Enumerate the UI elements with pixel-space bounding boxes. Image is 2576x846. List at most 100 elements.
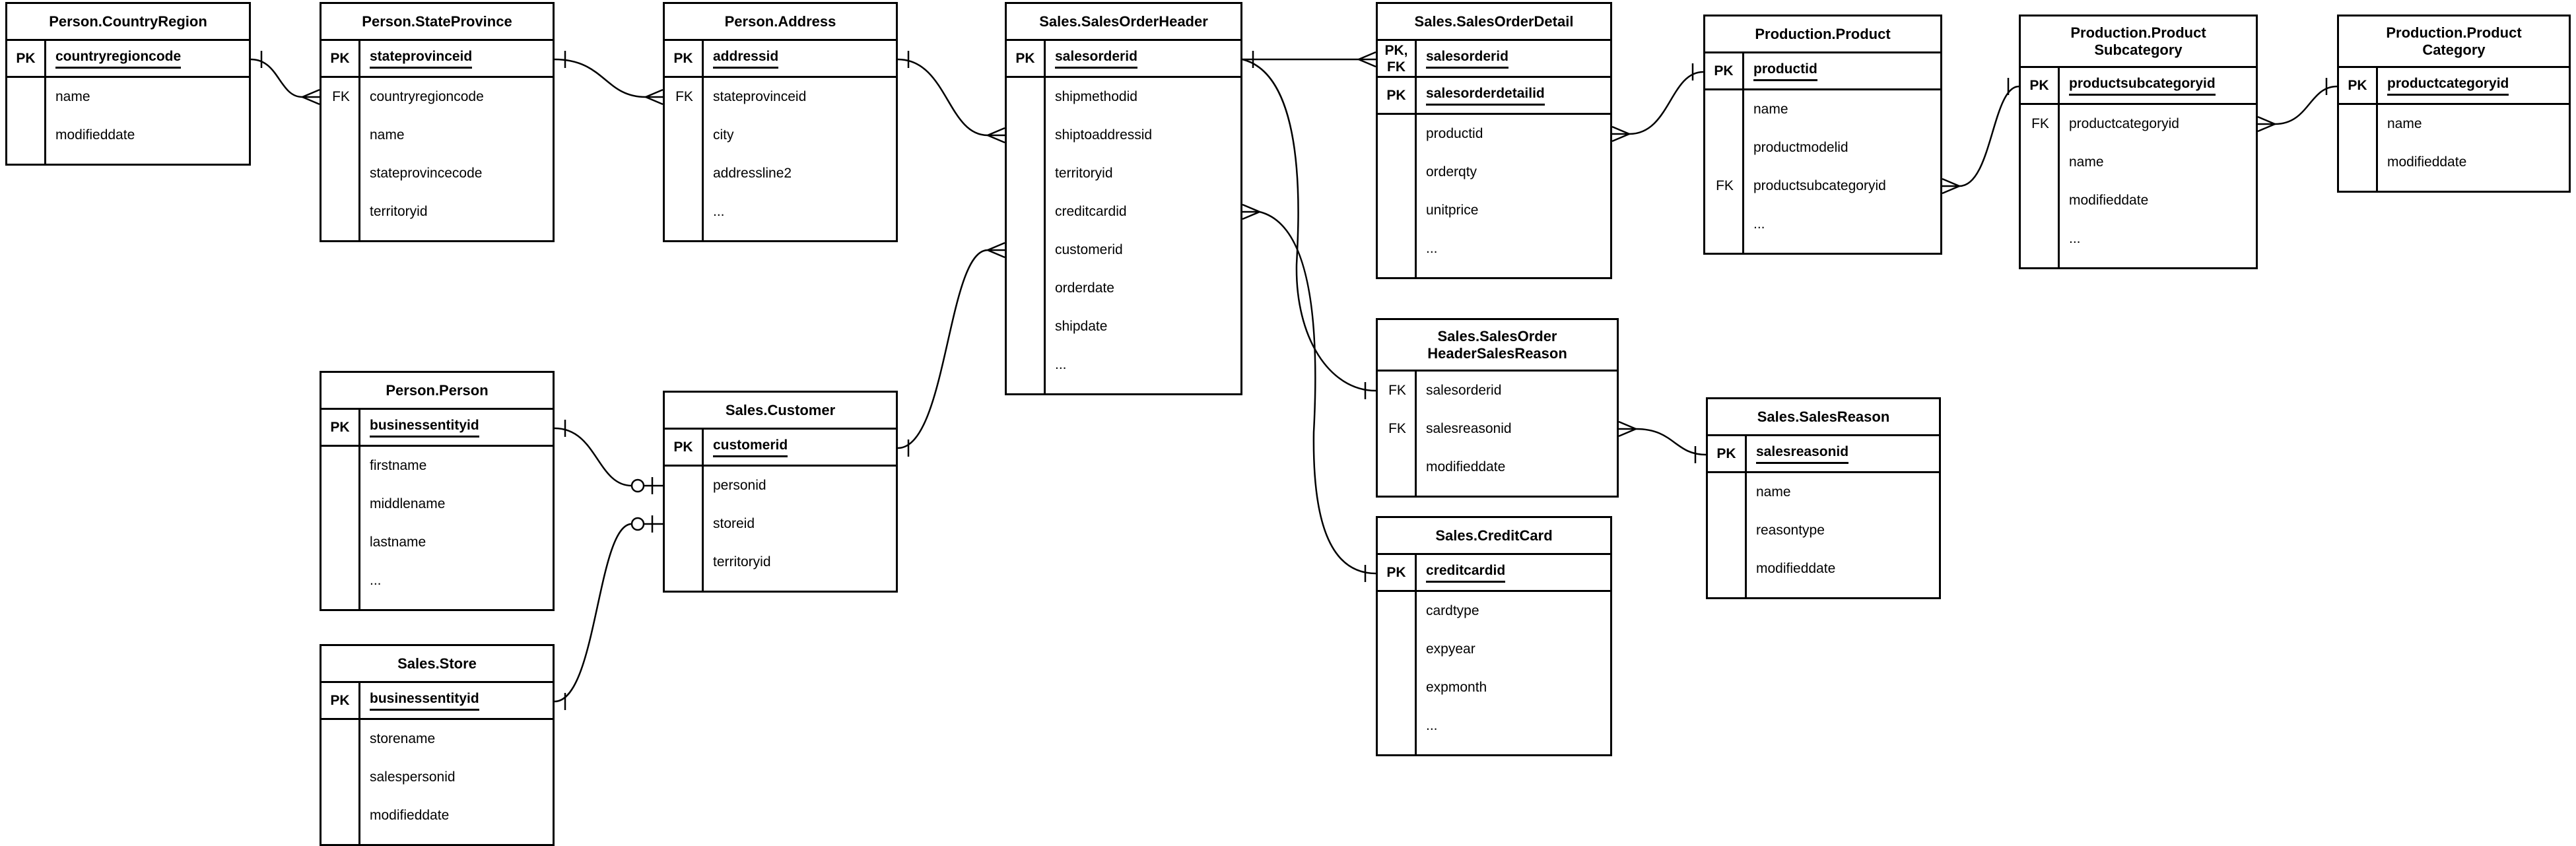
key-column-divider [1415, 372, 1417, 496]
attribute-row: modifieddate [322, 797, 553, 835]
key-tag [1378, 668, 1417, 707]
attribute-row: addressline2 [665, 154, 896, 193]
key-tag: PK [7, 41, 46, 76]
key-column-divider [2058, 105, 2060, 267]
key-tag: PK [1007, 41, 1046, 76]
entity-title-line: Sales.SalesOrderDetail [1414, 13, 1574, 30]
key-tag: PK [1705, 53, 1744, 88]
attribute-row: modifieddate [1708, 550, 1939, 588]
attribute-name: territoryid [1055, 166, 1113, 181]
attribute-row: expmonth [1378, 668, 1610, 707]
relationship-store-customer [554, 523, 632, 703]
attribute-name: middlename [370, 496, 446, 511]
entity-title-line: Category [2422, 41, 2486, 58]
attribute-row: modifieddate [2339, 143, 2569, 181]
key-tag: PK [2021, 68, 2060, 103]
attribute-name: businessentityid [360, 683, 553, 718]
attribute-row: modifieddate [1378, 448, 1617, 486]
attribute-name: productcategoryid [2378, 68, 2569, 103]
key-tag: FK [332, 89, 350, 104]
attribute-name: countryregioncode [46, 41, 249, 76]
attribute-name: productid [1426, 126, 1483, 141]
relationship-address-salesorderheader [897, 58, 988, 137]
entity-title-line: Sales.SalesReason [1757, 408, 1890, 425]
attribute-row: productid [1378, 115, 1610, 153]
attribute-name: productsubcategoryid [1753, 178, 1886, 193]
attribute-row: orderdate [1007, 269, 1240, 308]
key-tag [1007, 231, 1046, 269]
attribute-name: stateprovinceid [360, 41, 553, 76]
attribute-name: ... [1426, 241, 1438, 256]
relationship-salesorderheader-creditcard [1259, 211, 1376, 575]
key-tag [665, 543, 704, 581]
entity-title-line: Sales.SalesOrder [1437, 327, 1557, 344]
attribute-row: territoryid [665, 543, 896, 581]
attribute-name: name [370, 127, 405, 143]
attribute-row: ... [1378, 230, 1610, 268]
attribute-row: name [1708, 473, 1939, 511]
attribute-name: reasontype [1756, 523, 1825, 538]
entity-title: Production.Product [1705, 16, 1940, 53]
attribute-name: name [1756, 484, 1791, 500]
key-tag [1378, 707, 1417, 745]
entity-title-line: Subcategory [2094, 41, 2183, 58]
key-column-divider [358, 447, 360, 609]
attribute-name: ... [713, 204, 725, 219]
attribute-name: salespersonid [370, 769, 456, 785]
entity-title-line: Person.StateProvince [362, 13, 512, 30]
attribute-name: modifieddate [2387, 154, 2467, 170]
key-tag: FK [1716, 178, 1734, 193]
key-column-divider [44, 78, 46, 164]
key-tag [2021, 181, 2060, 220]
attribute-name: creditcardid [1417, 555, 1610, 590]
attribute-row: orderqty [1378, 153, 1610, 191]
attribute-name: city [713, 127, 734, 143]
key-tag: PK [665, 430, 704, 465]
attribute-name: ... [370, 573, 382, 588]
attribute-row: name [7, 78, 249, 116]
attribute-name: modifieddate [2069, 193, 2149, 208]
key-tag [1708, 511, 1747, 550]
entity-title-line: Sales.Store [397, 655, 477, 672]
attribute-name: orderqty [1426, 164, 1477, 179]
relationship-headersalesreason-salesreason [1635, 428, 1707, 456]
attribute-name: salesreasonid [1747, 436, 1939, 471]
key-tag [322, 720, 360, 758]
attribute-name: orderdate [1055, 280, 1114, 296]
attribute-row: name [2021, 143, 2256, 181]
key-column-divider [1742, 90, 1744, 253]
attribute-name: modifieddate [1426, 459, 1506, 474]
relationship-person-customer [554, 427, 632, 487]
key-column-divider [702, 78, 704, 240]
attribute-name: productsubcategoryid [2060, 68, 2256, 103]
attribute-name: salesorderid [1046, 41, 1240, 76]
attribute-row: territoryid [322, 193, 553, 231]
attribute-name: addressline2 [713, 166, 792, 181]
key-tag: PK,FK [1378, 41, 1417, 76]
entity-title-line: Person.Address [724, 13, 836, 30]
key-tag [1378, 115, 1417, 153]
attribute-name: modifieddate [1756, 561, 1836, 576]
attribute-name: expyear [1426, 641, 1475, 657]
entity-title-line: Production.Product [2386, 24, 2522, 41]
